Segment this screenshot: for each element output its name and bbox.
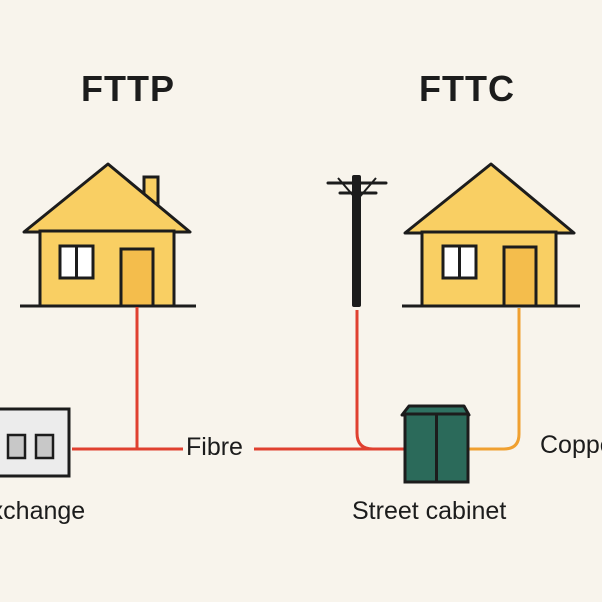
house-icon [20,162,196,308]
pole-fibre-line [355,310,405,451]
fttp-title: FTTP [81,68,175,109]
fibre-label: Fibre [186,433,243,461]
exchange-building-icon [0,407,71,478]
copper-label: Copper [540,431,602,459]
house-icon [402,162,580,308]
street-cabinet-icon [400,404,471,484]
street-cabinet-label: Street cabinet [352,497,507,525]
roof [403,162,576,235]
door [119,247,155,308]
telegraph-pole-icon [326,175,388,307]
door [502,245,538,308]
exchange-label: Exchange [0,497,86,525]
roof [22,162,192,234]
copper-line [468,308,521,451]
fibre-drop-line [72,307,139,451]
fttc-title: FTTC [419,68,515,109]
